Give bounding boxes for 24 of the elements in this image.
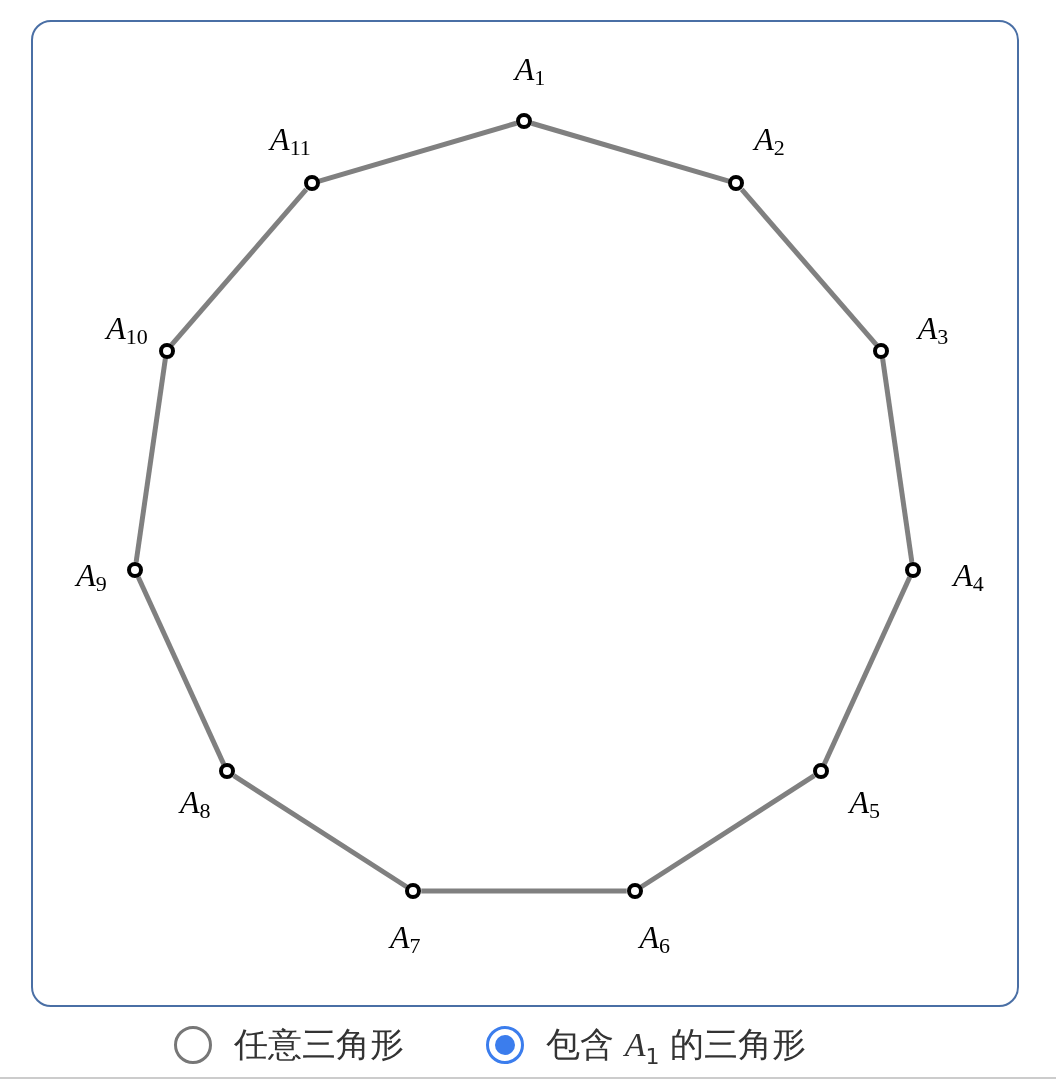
polygon-side bbox=[318, 120, 518, 184]
vertex-label: A$_{3}$ bbox=[917, 311, 949, 349]
vertex-label: A$_{1}$ bbox=[514, 52, 546, 90]
vertex-label: A$_{8}$ bbox=[179, 785, 211, 823]
polygon-side bbox=[421, 888, 627, 894]
vertex-label: A$_{11}$ bbox=[270, 123, 311, 160]
polygon-side bbox=[133, 358, 168, 563]
polygon-side bbox=[822, 576, 912, 766]
polygon-side bbox=[136, 576, 226, 766]
vertex-label: A$_{5}$ bbox=[849, 785, 881, 823]
polygon-side bbox=[880, 358, 915, 563]
vertex-label: A$_{2}$ bbox=[754, 123, 785, 160]
option-label: 任意三角形 bbox=[234, 1023, 404, 1066]
polygon-side bbox=[530, 120, 730, 184]
vertex-label: A$_{10}$ bbox=[106, 311, 148, 349]
polygon-side bbox=[232, 773, 408, 889]
polygon-side bbox=[640, 773, 816, 889]
vertex-label: A$_{4}$ bbox=[953, 558, 984, 596]
vertex-label: A$_{6}$ bbox=[639, 920, 671, 958]
polygon-side bbox=[739, 187, 879, 347]
option-label: 包含 A$_{1}$ 的三角形 bbox=[546, 1023, 807, 1069]
vertex-label: A$_{9}$ bbox=[76, 558, 107, 596]
vertex-label: A$_{7}$ bbox=[389, 920, 421, 958]
polygon-side bbox=[169, 187, 309, 347]
